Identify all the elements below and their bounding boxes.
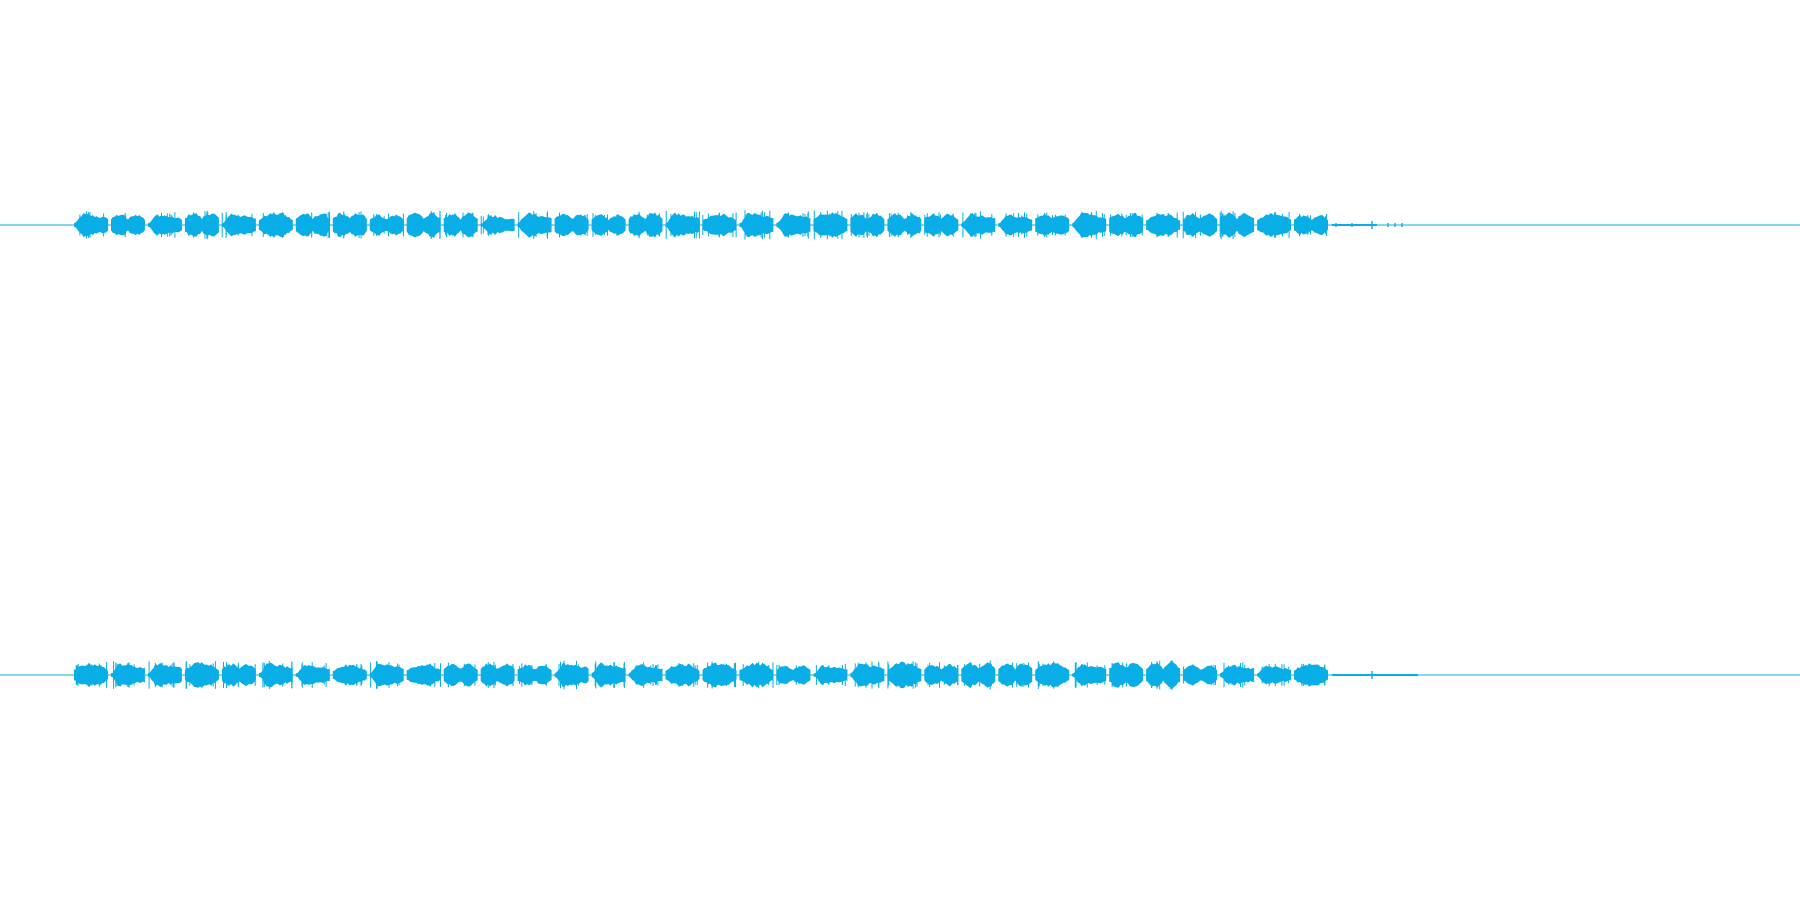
waveform-burst (924, 663, 959, 687)
waveform-burst (406, 664, 441, 686)
waveform-channel-1 (0, 210, 1800, 240)
waveform-burst (221, 213, 256, 237)
waveform-burst (184, 213, 219, 237)
waveform-tail (1332, 224, 1377, 226)
waveform-burst (887, 661, 922, 689)
waveform-burst (887, 212, 922, 238)
waveform-burst (702, 662, 737, 688)
waveform-burst (111, 214, 145, 236)
waveform-burst (147, 663, 182, 687)
waveform-burst (1294, 663, 1328, 687)
waveform-burst (332, 664, 367, 686)
waveform-burst (1072, 211, 1107, 239)
waveform-burst (258, 212, 293, 238)
waveform-burst (295, 665, 330, 685)
waveform-burst (1183, 664, 1218, 686)
waveform-burst (998, 663, 1033, 687)
waveform-burst (776, 665, 811, 685)
waveform-burst (591, 662, 626, 688)
waveform-burst (628, 212, 663, 238)
waveform-burst (1220, 664, 1255, 686)
waveform-burst (369, 214, 404, 236)
waveform-burst (776, 213, 811, 237)
waveform-burst (665, 212, 700, 238)
waveform-burst (961, 213, 996, 237)
waveform-burst (813, 664, 848, 686)
waveform-burst (369, 663, 404, 687)
waveform-burst (517, 212, 552, 238)
waveform-channel-2 (0, 660, 1800, 690)
waveform-burst (221, 663, 256, 687)
waveform-burst (406, 212, 441, 238)
waveform-burst (850, 663, 885, 687)
waveform-burst (480, 663, 515, 687)
waveform-burst (74, 213, 108, 237)
waveform-burst (628, 664, 663, 686)
waveform-burst (1294, 215, 1328, 235)
waveform-burst (295, 213, 330, 237)
waveform-burst (480, 215, 515, 235)
waveform-burst (554, 662, 589, 688)
waveform-burst (813, 212, 848, 238)
waveform-burst (998, 214, 1033, 236)
waveform-burst (258, 662, 293, 688)
waveform-burst (924, 213, 959, 237)
waveform-burst (1257, 665, 1291, 685)
waveform-burst (1072, 663, 1107, 687)
waveform-burst (517, 664, 552, 686)
waveform-burst (74, 662, 108, 688)
waveform-burst (184, 662, 219, 688)
waveform-burst (1035, 662, 1070, 688)
waveform-tail (1332, 674, 1418, 676)
waveform-burst (1220, 212, 1255, 238)
